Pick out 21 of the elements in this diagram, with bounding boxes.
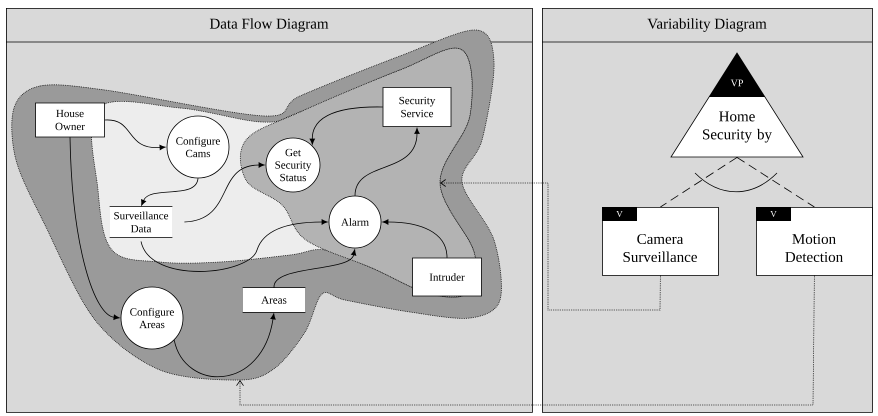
- connector: [440, 179, 661, 310]
- arrow: [354, 128, 420, 196]
- connector: [736, 157, 815, 208]
- arrow: [274, 249, 356, 288]
- data-store: Areas: [242, 287, 306, 313]
- entity-box: Intruder: [412, 258, 482, 296]
- entity-box: Security Service: [382, 87, 452, 127]
- variant-box: V Motion Detection: [756, 207, 873, 276]
- connector: [236, 275, 815, 406]
- data-store: Surveillance Data: [109, 206, 173, 238]
- arrow: [184, 162, 265, 222]
- arrow: [310, 106, 383, 145]
- entity-box: House Owner: [35, 102, 105, 138]
- connector: [660, 157, 738, 208]
- arrow: [382, 219, 448, 258]
- arrow: [141, 178, 198, 206]
- arrow: [104, 120, 166, 150]
- arrow: [70, 137, 120, 320]
- arrow: [174, 313, 276, 377]
- variant-box: V Camera Surveillance: [602, 207, 719, 276]
- arrow: [140, 219, 328, 272]
